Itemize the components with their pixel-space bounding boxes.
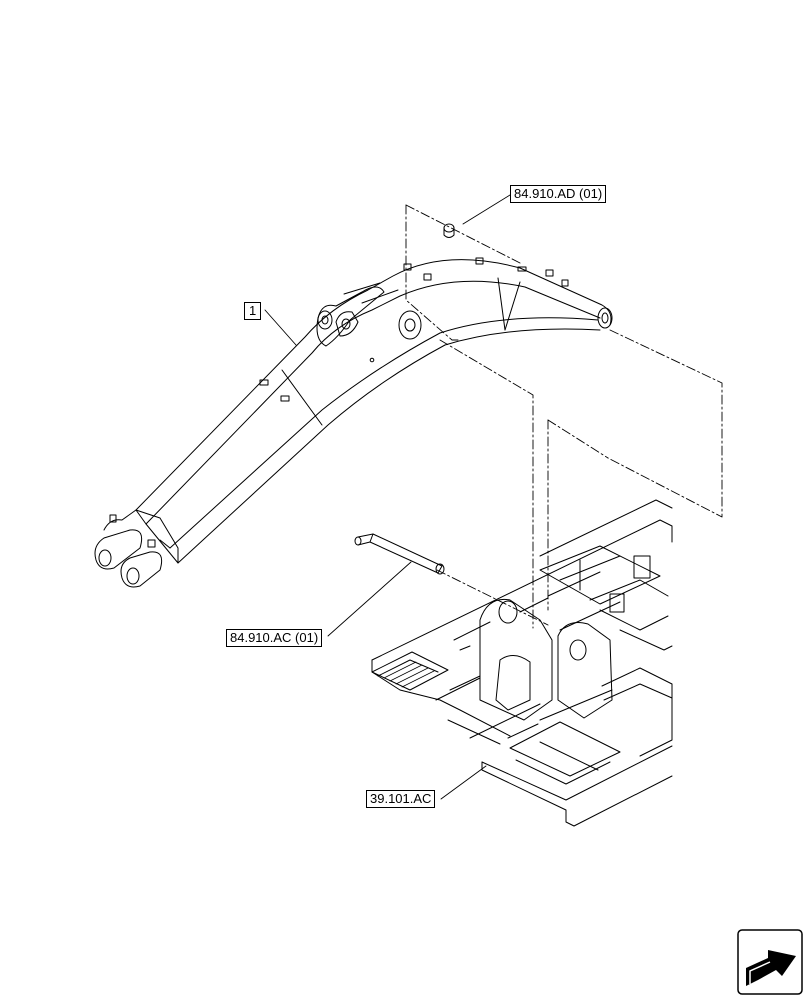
nav-icon-frame [737,929,803,995]
reference-callout-84-910-ac[interactable]: 84.910.AC (01) [226,629,323,647]
assembly-guide-lines [405,204,723,629]
reference-callout-84-910-ad[interactable]: 84.910.AD (01) [510,185,607,203]
boom-part [94,257,613,588]
part-callout-1[interactable]: 1 [244,302,262,320]
upper-frame-part [371,499,673,827]
boom-foot-pin [354,533,445,575]
reference-callout-39-101-ac[interactable]: 39.101.AC [366,790,436,808]
boom-pin-top [443,223,455,238]
leader-lines [264,194,511,800]
next-page-arrow-icon[interactable] [738,930,802,994]
